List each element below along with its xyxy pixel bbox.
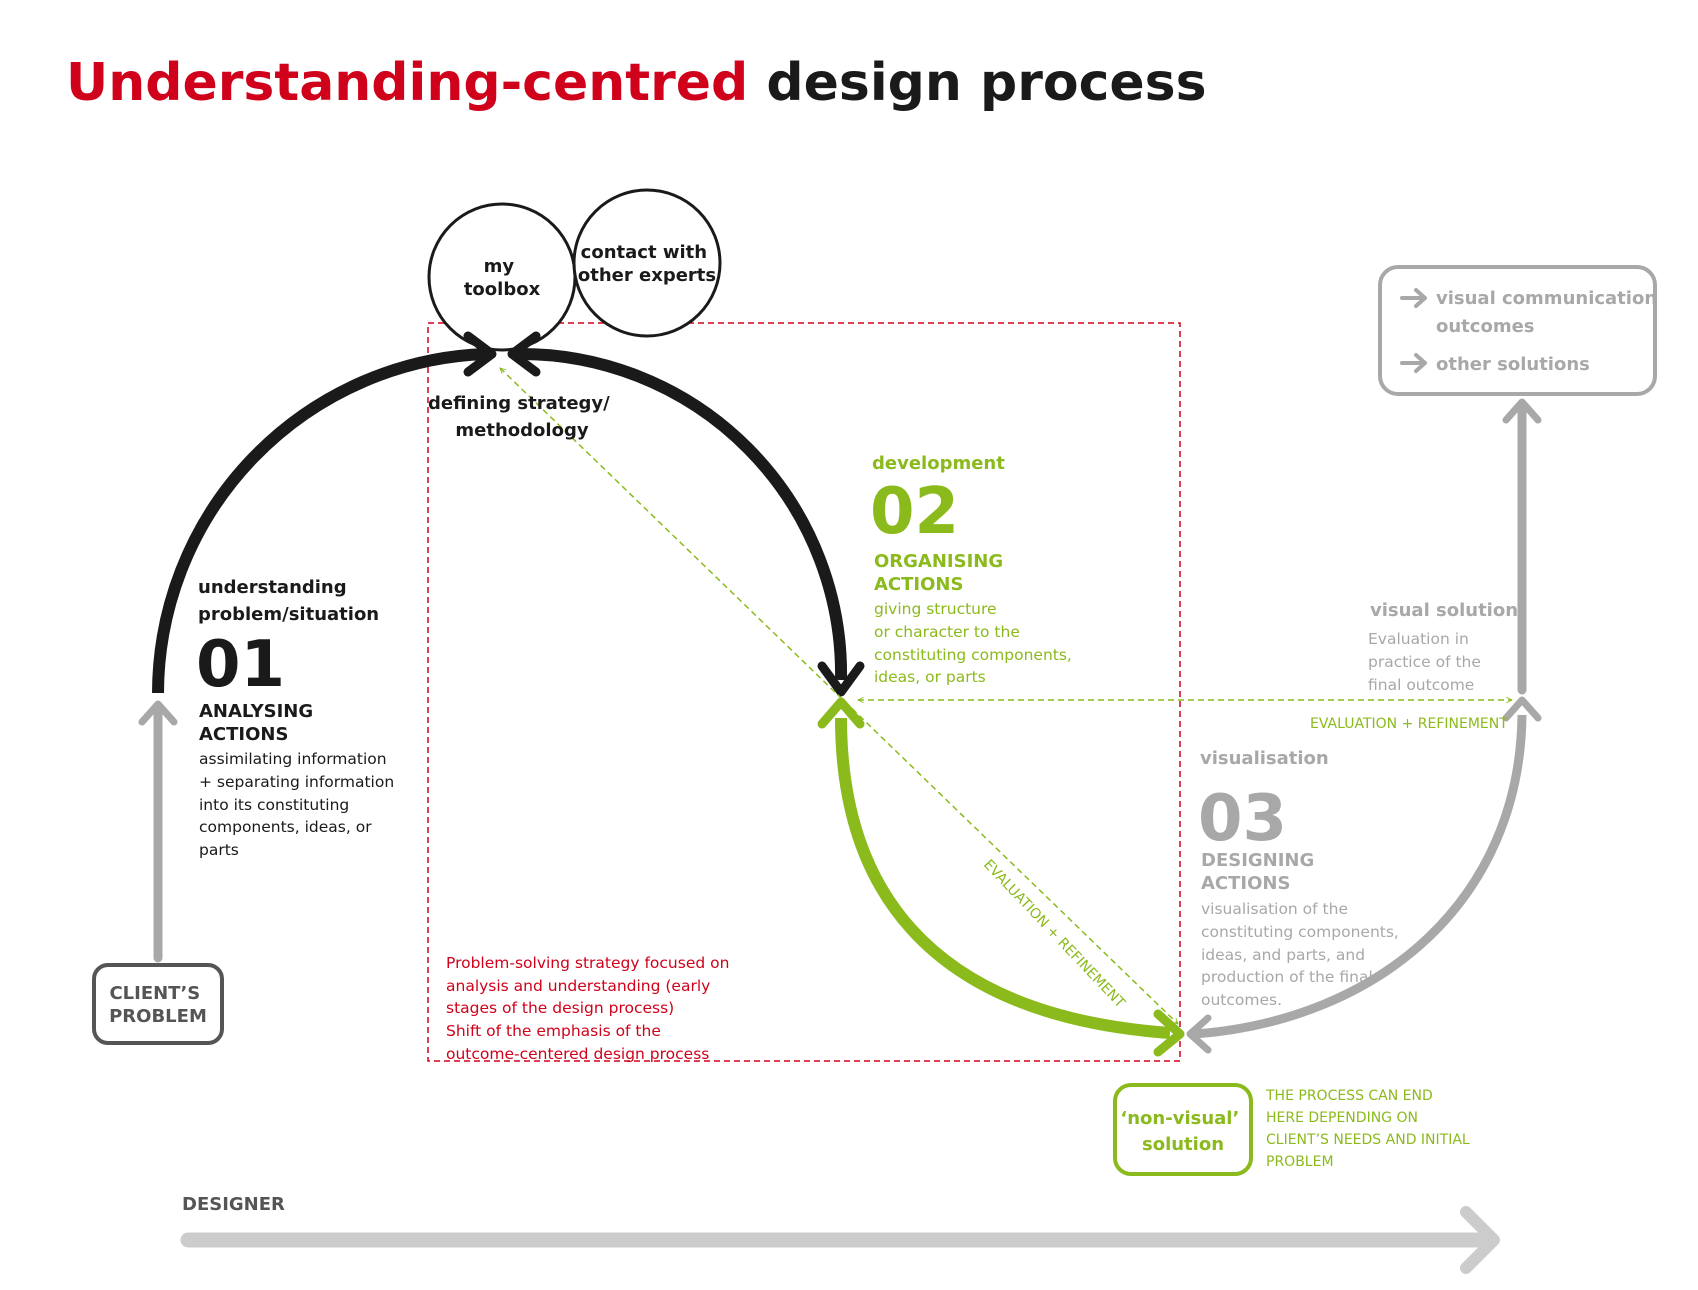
analysis-arc — [152, 348, 486, 694]
evaluation-label-horizontal: EVALUATION + REFINEMENT — [1310, 716, 1508, 732]
arrow-right-icon — [1400, 353, 1427, 373]
page-title: Understanding-centred design process — [66, 53, 1207, 113]
outcomes-visual-communication: visual communication outcomes — [1436, 288, 1663, 337]
visual-solution-heading: visual solution — [1370, 600, 1518, 621]
visual-solution-description: Evaluation in practice of the final outc… — [1368, 630, 1486, 694]
stage02-actions: ORGANISING ACTIONS — [874, 551, 1009, 595]
client-problem-label: CLIENT’S PROBLEM — [109, 983, 207, 1027]
strategy-arrowhead-left — [507, 331, 541, 377]
stage03-actions: DESIGNING ACTIONS — [1201, 850, 1321, 894]
visualisation-arrowhead-up — [1502, 696, 1542, 722]
non-visual-solution-label: ‘non-visual’ solution — [1120, 1108, 1245, 1155]
strategy-note: Problem-solving strategy focused on anal… — [446, 954, 734, 1063]
process-end-note: THE PROCESS CAN END HERE DEPENDING ON CL… — [1265, 1088, 1474, 1170]
arrow-right-icon — [1400, 288, 1427, 308]
evaluation-line-diagonal — [500, 368, 1178, 1024]
stage03-heading: visualisation — [1200, 748, 1329, 769]
strategy-focus-box — [427, 322, 1181, 1062]
stage02-description: giving structure or character to the con… — [874, 600, 1077, 686]
experts-circle — [572, 188, 722, 338]
title-rest: design process — [748, 53, 1206, 113]
toolbox-circle — [427, 202, 577, 352]
experts-label: contact with other experts — [578, 242, 716, 286]
analysis-arrowhead — [463, 331, 497, 377]
stage03-number: 03 — [1198, 782, 1287, 856]
outcomes-other-solutions: other solutions — [1436, 354, 1590, 375]
client-problem-box — [92, 963, 224, 1045]
outcome-arrowhead — [1502, 398, 1542, 424]
stage03-description: visualisation of the constituting compon… — [1201, 900, 1404, 1009]
stage01-actions: ANALYSING ACTIONS — [199, 701, 319, 745]
visualisation-arc — [1194, 714, 1527, 1039]
stage02-heading: development — [872, 453, 1005, 474]
visualisation-arrowhead-left — [1186, 1014, 1212, 1054]
stage01-heading: understanding problem/situation — [198, 577, 379, 625]
stage02-number: 02 — [870, 475, 959, 549]
client-input-arrowhead — [138, 700, 178, 726]
stage01-description: assimilating information + separating in… — [199, 750, 399, 859]
non-visual-solution-box — [1113, 1083, 1253, 1176]
strategy-label: defining strategy/ methodology — [428, 393, 616, 441]
designer-arrowhead — [1460, 1206, 1500, 1274]
outcomes-box — [1378, 265, 1657, 396]
designer-label: DESIGNER — [182, 1194, 285, 1215]
stage01-number: 01 — [196, 628, 285, 702]
title-highlight: Understanding-centred — [66, 53, 748, 113]
toolbox-label: my toolbox — [464, 256, 541, 300]
